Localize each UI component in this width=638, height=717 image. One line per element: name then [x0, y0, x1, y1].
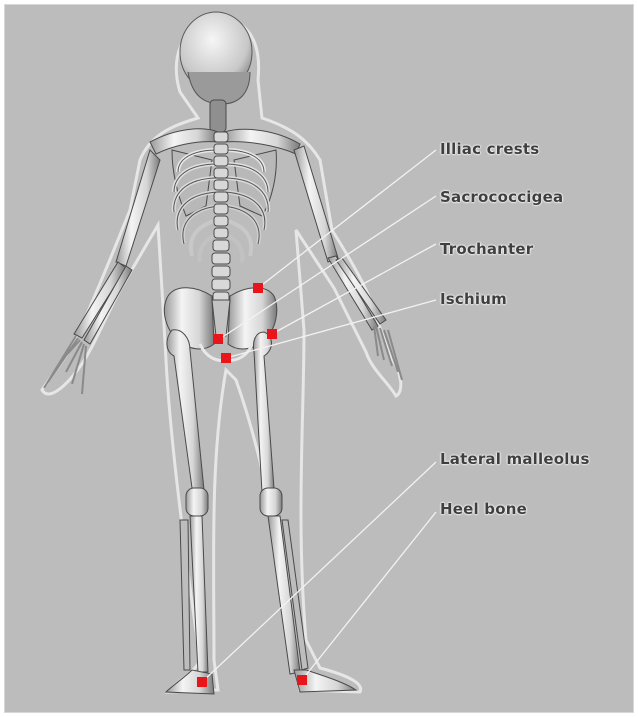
marker-lateral-malleolus: [197, 677, 207, 687]
feet: [166, 670, 356, 694]
marker-iliac-crests: [253, 283, 263, 293]
label-sacrococcigea: Sacrococcigea: [440, 188, 563, 206]
label-trochanter: Trochanter: [440, 240, 533, 258]
neck-vertebrae: [210, 100, 226, 132]
marker-heel-bone: [297, 675, 307, 685]
marker-ischium: [221, 353, 231, 363]
marker-sacrococcigea: [213, 334, 223, 344]
spine: [212, 132, 230, 303]
label-heel-bone: Heel bone: [440, 500, 527, 518]
label-ischium: Ischium: [440, 290, 507, 308]
label-lateral-malleolus: Lateral malleolus: [440, 450, 590, 468]
skull: [180, 12, 252, 104]
label-iliac-crests: Illiac crests: [440, 140, 539, 158]
leader-line-lateral-malleolus: [202, 462, 436, 682]
marker-trochanter: [267, 329, 277, 339]
leader-line-heel-bone: [302, 512, 436, 680]
